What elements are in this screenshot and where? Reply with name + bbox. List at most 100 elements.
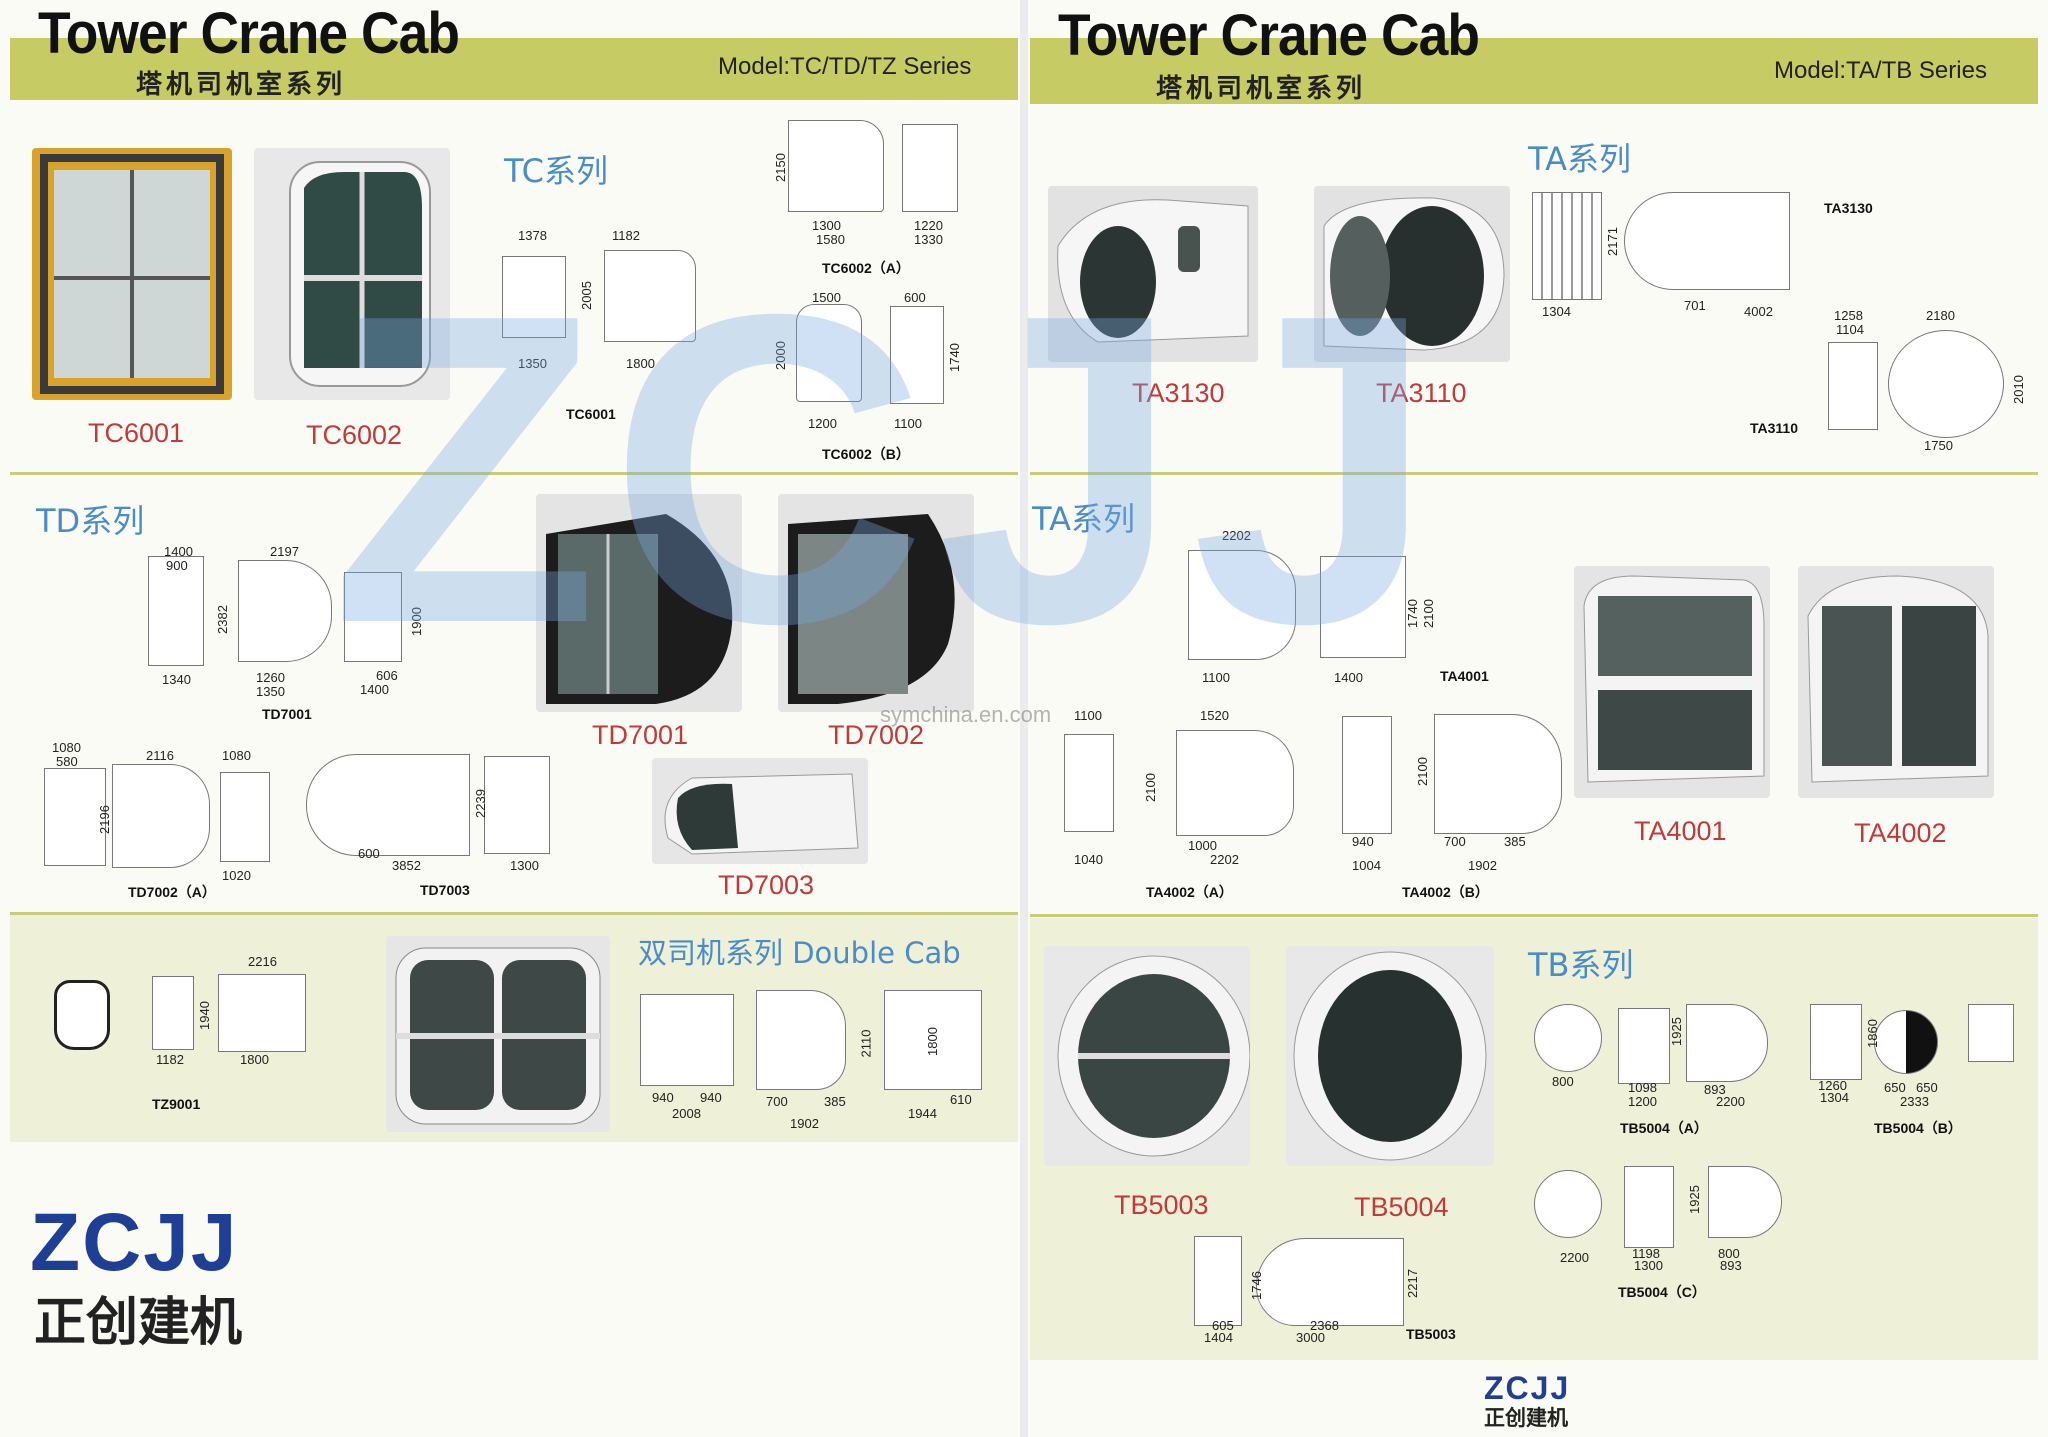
tc-dim: 1100	[894, 416, 922, 431]
ta1-dim: 2180	[1926, 308, 1955, 323]
right-logo-text: ZCJJ	[1484, 1370, 1571, 1406]
ta1-dim: 701	[1684, 298, 1706, 313]
tb-dim: 1098	[1628, 1080, 1657, 1095]
td-dim: 1080	[222, 748, 251, 763]
right-page-subtitle: 塔机司机室系列	[1156, 74, 1367, 104]
tb-dim: 650	[1916, 1080, 1938, 1095]
tc6002-cab-image	[289, 161, 431, 387]
left-model-label: Model:TC/TD/TZ Series	[718, 53, 972, 80]
ta2-dim: 1100	[1074, 708, 1102, 723]
td-dim: 580	[56, 754, 78, 769]
tc6001-drawing-label: TC6001	[566, 406, 616, 422]
double-cab-drawing-side	[756, 990, 846, 1090]
ta4001-cab-image	[1583, 575, 1765, 783]
tc-dim: 1350	[518, 356, 547, 371]
td-dim: 1260	[256, 670, 285, 685]
tb5003-drawing-front	[1194, 1236, 1242, 1326]
tz9001-drawing-plan	[218, 974, 306, 1052]
td7002a-drawing-rear	[220, 772, 270, 862]
double-dim: 1800	[924, 1027, 940, 1056]
double-dim: 940	[652, 1090, 674, 1105]
double-dim: 610	[950, 1092, 972, 1107]
td-dim: 1350	[256, 684, 285, 699]
left-logo-cn: 正创建机	[34, 1293, 243, 1353]
ta4002b-drawing-label: TA4002（B）	[1402, 884, 1489, 900]
td-dim: 1340	[162, 672, 191, 687]
tc6002a-drawing-front	[788, 120, 884, 212]
left-page-subtitle: 塔机司机室系列	[136, 70, 347, 100]
ta2-dim: 1000	[1188, 838, 1217, 853]
ta4001-drawing-label: TA4001	[1440, 668, 1489, 684]
tb-dim: 3000	[1296, 1330, 1325, 1345]
double-cab-series-heading: 双司机系列 Double Cab	[638, 936, 961, 970]
tc6001-drawing-front	[502, 256, 566, 338]
td7002a-drawing-side	[112, 764, 210, 868]
td-dim: 2197	[270, 544, 299, 559]
td7003-drawing-plan	[306, 754, 470, 856]
tb5003-drawing-side	[1256, 1238, 1404, 1326]
double-cab-drawing-front	[640, 994, 734, 1086]
right-header-band	[1030, 38, 2038, 104]
tc-dim: 2150	[772, 153, 788, 182]
td-dim: 2116	[146, 748, 174, 763]
td7001-drawing-front	[148, 556, 204, 666]
double-dim: 2008	[672, 1106, 701, 1121]
double-dim: 1182	[156, 1052, 184, 1067]
ta1-dim: 1304	[1542, 304, 1571, 319]
tb5004c-drawing-front	[1624, 1166, 1674, 1248]
ta2-dim: 2100	[1414, 757, 1430, 786]
tb5004-photo	[1286, 946, 1494, 1166]
tc-dim: 600	[904, 290, 926, 305]
td-dim: 3852	[392, 858, 421, 873]
double-cab-image	[395, 947, 601, 1125]
tc-dim: 1220	[914, 218, 943, 233]
ta3110-drawing-label: TA3110	[1750, 420, 1798, 436]
td7001-drawing-label: TD7001	[262, 706, 312, 722]
left-page-title: Tower Crane Cab	[38, 1, 460, 66]
ta1-dim: 2010	[2010, 375, 2026, 404]
tb-dim: 2368	[1310, 1318, 1339, 1333]
ta2-dim: 2202	[1210, 852, 1239, 867]
ta4001-drawing-side	[1188, 550, 1296, 660]
ta2-dim: 940	[1352, 834, 1374, 849]
ta3110-drawing-front	[1828, 342, 1878, 430]
tc6001-product-label: TC6001	[88, 418, 185, 448]
tc-dim: 1200	[808, 416, 837, 431]
tb-dim: 1860	[1864, 1019, 1880, 1048]
tb5004b-drawing-rear	[1968, 1004, 2014, 1062]
tz9001-drawing-front	[152, 976, 194, 1050]
ta2-dim: 1520	[1200, 708, 1229, 723]
td7002a-drawing-label: TD7002（A）	[128, 884, 216, 900]
tc-dim: 1378	[518, 228, 547, 243]
watermark-text: ZCJJ	[330, 224, 1446, 715]
double-dim: 1944	[908, 1106, 937, 1121]
double-dim: 1902	[790, 1116, 819, 1131]
tc-dim: 1800	[626, 356, 655, 371]
tb-dim: 605	[1212, 1318, 1234, 1333]
tb-dim: 2200	[1560, 1250, 1589, 1265]
ta4002-cab-image	[1807, 575, 1989, 783]
right-divider-1	[1030, 472, 2038, 475]
ta2-dim: 1040	[1074, 852, 1103, 867]
ta3110-photo	[1314, 186, 1510, 362]
ta4001-product-label: TA4001	[1634, 816, 1727, 846]
right-divider-2	[1030, 914, 2038, 917]
tc6002-product-label: TC6002	[306, 420, 403, 450]
tb-dim: 2217	[1404, 1269, 1420, 1298]
tb5003-cab-image	[1057, 955, 1250, 1157]
tc-dim: 1330	[914, 232, 943, 247]
ta4002b-drawing-front	[1342, 716, 1392, 834]
double-dim: 1800	[240, 1052, 269, 1067]
td7001-drawing-rear	[344, 572, 402, 662]
ta1-dim: 1258	[1834, 308, 1863, 323]
ta3130-drawing-label: TA3130	[1824, 200, 1873, 216]
center-gutter	[1020, 0, 1028, 1437]
tc6002b-drawing-label: TC6002（B）	[822, 446, 910, 462]
tc-dim: 1580	[816, 232, 845, 247]
tc-dim: 1300	[812, 218, 841, 233]
right-page-title: Tower Crane Cab	[1058, 3, 1480, 68]
ta2-dim: 385	[1504, 834, 1526, 849]
tc6002b-drawing-front	[796, 304, 862, 402]
td7003-photo	[652, 758, 868, 864]
tb-dim: 1404	[1204, 1330, 1233, 1345]
